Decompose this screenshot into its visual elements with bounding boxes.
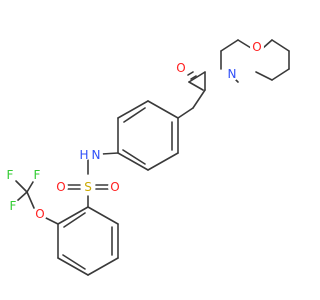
- atom-label-text: H: [79, 148, 88, 162]
- bond: [147, 152, 179, 171]
- bond: [262, 39, 273, 49]
- atom-sulfonyl-oxygen-left: O: [54, 180, 68, 194]
- atom-amide-hydrogen: H: [78, 148, 90, 162]
- bond: [237, 39, 252, 49]
- atom-sulfonyl-oxygen-right: O: [108, 180, 122, 194]
- bond: [177, 107, 194, 119]
- atom-labels: O N O N H S O O: [3, 40, 264, 221]
- bond: [57, 206, 89, 225]
- bond: [123, 107, 146, 123]
- bond: [192, 89, 206, 109]
- bond: [63, 212, 86, 228]
- bond: [117, 152, 149, 171]
- bond: [117, 100, 149, 119]
- atom-label-text: F: [7, 168, 14, 182]
- bond: [255, 71, 273, 81]
- bond: [62, 254, 86, 270]
- bond: [271, 39, 290, 52]
- atom-label-text: O: [252, 40, 261, 54]
- bond: [87, 257, 119, 276]
- atom-label-text: O: [56, 180, 65, 194]
- atom-label-text: O: [35, 207, 44, 221]
- atom-carbonyl-oxygen: O: [174, 61, 188, 75]
- atom-label-text: N: [228, 67, 237, 81]
- molecule-structure-diagram: O N O N H S O O: [0, 0, 300, 300]
- atom-ether-oxygen: O: [33, 207, 47, 221]
- atom-amide-nitrogen: N: [89, 148, 103, 162]
- bond: [190, 75, 197, 80]
- bond: [45, 217, 59, 225]
- bond: [101, 152, 119, 155]
- atom-morpholine-nitrogen: N: [225, 67, 239, 81]
- atom-morpholine-oxygen: O: [250, 40, 264, 54]
- bond: [147, 100, 179, 119]
- atom-label-text: S: [84, 180, 92, 194]
- atom-fluorine-top: F: [30, 168, 44, 182]
- atom-fluorine-bottom: F: [6, 199, 20, 213]
- atom-label-text: O: [110, 180, 119, 194]
- bond: [122, 149, 146, 165]
- bond: [57, 257, 89, 276]
- bond: [188, 81, 204, 91]
- atom-label-text: F: [34, 168, 41, 182]
- bond: [16, 191, 28, 202]
- bond: [271, 68, 290, 81]
- bond: [15, 180, 28, 193]
- diagram-background: [0, 0, 300, 300]
- atom-label-text: O: [176, 61, 185, 75]
- bond: [26, 191, 35, 209]
- atom-sulfur: S: [81, 180, 95, 194]
- atom-label-text: N: [92, 148, 101, 162]
- atom-label-text: F: [10, 199, 17, 213]
- bond: [188, 71, 206, 83]
- bond: [26, 181, 34, 193]
- atom-fluorine-left: F: [3, 168, 17, 182]
- bond: [87, 206, 119, 225]
- bond: [187, 71, 194, 76]
- bond: [220, 39, 239, 52]
